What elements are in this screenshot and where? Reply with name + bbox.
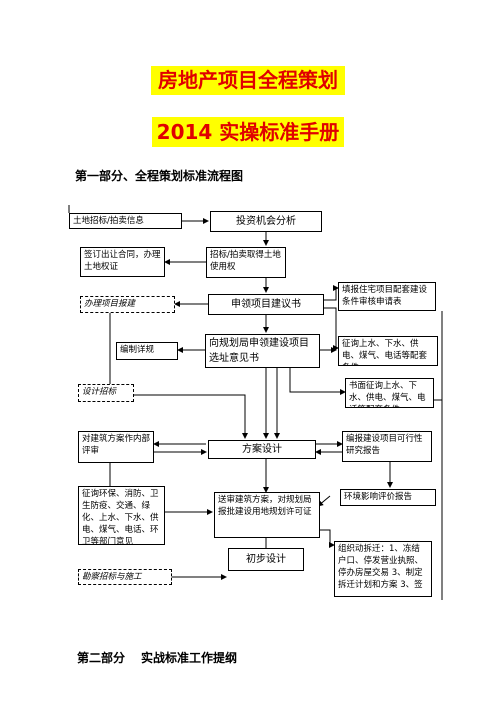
- flow-node-tender-construction: 勘察招标与施工: [78, 569, 172, 585]
- section-heading-part1: 第一部分、全程策划标准流程图: [75, 169, 244, 183]
- manual-title-line1: 房地产项目全程策划: [151, 66, 345, 95]
- flow-node-fill-application: 填报住宅项目配套建设条件审核申请表: [338, 282, 436, 311]
- flow-node-org-relocation: 组织动拆迁：1、冻结户口、停发营业执照、停办房屋交易 3、制定拆迁计划和方案 3…: [334, 541, 432, 597]
- flow-node-obtain-land: 招标/拍卖取得土地使用权: [206, 247, 286, 278]
- manual-title-line2: 2014 实操标准手册: [152, 117, 344, 147]
- flow-node-preliminary-design: 初步设计: [228, 548, 304, 571]
- flow-node-feasibility: 编报建设项目可行性研究报告: [342, 431, 432, 462]
- flow-node-env-report: 环境影响评价报告: [340, 489, 436, 506]
- flow-node-project-approval: 办理项目报建: [80, 296, 175, 313]
- section-part2-title: 实战标准工作提纲: [141, 651, 238, 665]
- flow-node-apply-proposal: 申领项目建议书: [208, 294, 324, 315]
- flow-node-internal-review: 对建筑方案作内部评审: [78, 431, 154, 463]
- flow-node-written-utilities: 书面征询上水、下水、供电、煤气、电话等配套条件: [345, 378, 434, 408]
- flow-node-submit-scheme: 送审建筑方案，对规划局报批建设用地规划许可证: [214, 492, 320, 538]
- flow-node-site-opinion: 向规划局申领建设项目选址意见书: [205, 334, 320, 368]
- flow-node-utilities-consult: 征询上水、下水、供电、煤气、电话等配套条件: [338, 336, 438, 366]
- section-heading-part2: 第二部分 实战标准工作提纲: [77, 649, 237, 666]
- flow-node-sign-contract: 签订出让合同，办理土地权证: [80, 247, 165, 277]
- flow-node-scheme-design: 方案设计: [208, 440, 316, 459]
- flow-node-dept-opinions: 征询环保、消防、卫生防疫、交通、绿化、上水、下水、供电、煤气、电话、环卫等部门意…: [78, 486, 165, 545]
- flow-node-land-info: 土地招标/拍卖信息: [69, 213, 182, 229]
- flow-node-compile-plan: 编制详规: [116, 342, 178, 360]
- flow-node-design-bid: 设计招标: [78, 384, 134, 402]
- flow-node-invest-analysis: 投资机会分析: [210, 211, 322, 232]
- section-part2-number: 第二部分: [77, 651, 126, 665]
